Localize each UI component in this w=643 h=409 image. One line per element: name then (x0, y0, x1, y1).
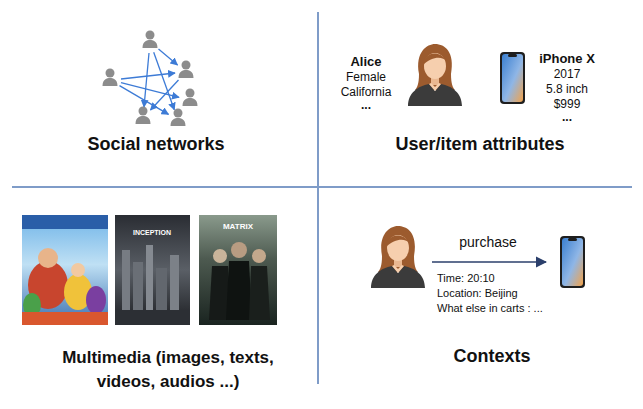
divider-line (12, 186, 632, 188)
poster-title: MATRIX (223, 222, 253, 231)
item-attribute: 5.8 inch (546, 83, 588, 97)
divider-line (317, 12, 319, 384)
social-network-icon (121, 73, 175, 79)
movie-poster (249, 266, 270, 320)
movie-poster (22, 215, 108, 325)
person-icon (103, 69, 118, 87)
person-icon (136, 107, 151, 125)
purchase-arrow (432, 261, 546, 263)
person-icon (103, 31, 198, 127)
movie-poster (226, 261, 252, 320)
user-icon (408, 44, 462, 106)
quadrant-title: Multimedia (images, texts, videos, audio… (43, 346, 293, 394)
context-text: Location: Beijing (437, 287, 518, 300)
movie-poster (115, 215, 190, 325)
quadrant-title: User/item attributes (395, 134, 564, 155)
movie-poster (170, 255, 179, 310)
context-text: Time: 20:10 (437, 272, 495, 285)
movie-poster (199, 215, 277, 325)
person-icon (171, 109, 186, 127)
user-attribute: Female (346, 71, 386, 85)
social-network-icon (151, 80, 179, 110)
social-network-icon (144, 53, 149, 107)
item-attribute: 2017 (554, 68, 581, 82)
person-icon (143, 31, 158, 49)
person-icon (179, 61, 194, 79)
movie-poster (22, 215, 108, 325)
movie-poster (133, 262, 143, 310)
movie-poster (38, 248, 58, 268)
movie-poster (86, 286, 106, 314)
poster-title: INCEPTION (133, 229, 171, 237)
social-network-icon (159, 49, 178, 65)
social-network-icon (120, 49, 180, 114)
item-name: iPhone X (539, 52, 595, 67)
movie-poster (146, 245, 153, 310)
user-attribute: California (341, 86, 392, 100)
user-icon (371, 226, 425, 288)
movie-poster (231, 242, 247, 258)
movie-poster (22, 215, 108, 229)
person-icon (183, 89, 198, 107)
phone-icon (500, 52, 525, 104)
movie-poster (115, 215, 190, 325)
movie-poster (252, 249, 266, 263)
context-text: What else in carts : ... (437, 302, 543, 315)
movie-poster (156, 268, 167, 310)
quadrant-title: Contexts (453, 346, 530, 367)
movie-poster (71, 263, 85, 277)
movie-poster (213, 249, 227, 263)
ellipsis: ... (562, 111, 572, 125)
quadrant-title: Social networks (87, 134, 224, 155)
ellipsis: ... (361, 99, 371, 113)
movie-poster (22, 312, 108, 325)
user-name: Alice (350, 55, 381, 70)
movie-poster (115, 310, 190, 325)
item-attribute: $999 (554, 98, 581, 112)
phone-icon (560, 236, 585, 288)
movie-poster (199, 215, 277, 325)
movie-poster (122, 250, 130, 310)
arrow-label: purchase (459, 234, 517, 250)
social-network-icon (121, 83, 179, 98)
social-network-icon (154, 52, 175, 109)
